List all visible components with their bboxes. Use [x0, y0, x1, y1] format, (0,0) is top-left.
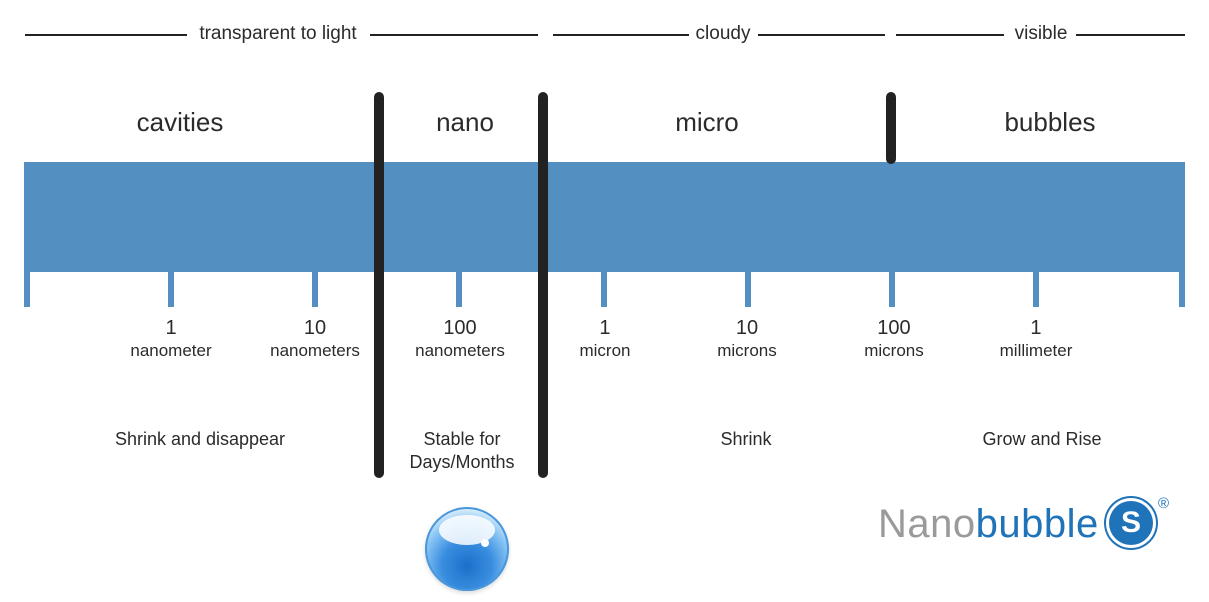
divider-nano-micro: [538, 92, 548, 478]
scale-tick-1nm: [168, 265, 174, 307]
tick-value: 1: [1030, 317, 1042, 339]
region-label-micro: micro: [675, 107, 739, 137]
tick-unit: microns: [864, 341, 924, 360]
logo-part-nano: Nano: [878, 502, 976, 546]
logo-s-badge-icon: S: [1106, 498, 1156, 548]
scale-tick-1um: [601, 265, 607, 307]
size-scale-bar: [24, 162, 1185, 272]
band-line-transparent-left: [25, 34, 187, 36]
logo-part-bubble: bubble: [975, 502, 1099, 546]
band-line-cloudy-right: [758, 34, 885, 36]
tick-unit: nanometers: [415, 341, 505, 360]
scale-tick-100nm: [456, 265, 462, 307]
scale-tick-start: [24, 230, 30, 307]
band-label-visible: visible: [1008, 22, 1074, 46]
tick-unit: micron: [579, 341, 631, 360]
tick-label-1mm: 1 millimeter: [1000, 316, 1073, 362]
behavior-nano-line1: Stable for: [423, 429, 501, 449]
logo-registered-mark: ®: [1158, 495, 1170, 512]
tick-label-1um: 1 micron: [579, 316, 630, 362]
behavior-nano: Stable for Days/Months: [409, 428, 514, 474]
behavior-bubbles: Grow and Rise: [982, 429, 1102, 449]
tick-unit: nanometer: [130, 341, 212, 360]
tick-value: 100: [443, 317, 477, 339]
scale-tick-10nm: [312, 265, 318, 307]
scale-tick-1mm: [1033, 265, 1039, 307]
tick-label-1nm: 1 nanometer: [130, 316, 211, 362]
region-label-nano: nano: [436, 107, 494, 137]
band-line-visible-right: [1076, 34, 1185, 36]
band-label-cloudy: cloudy: [689, 22, 757, 46]
region-label-cavities: cavities: [136, 107, 224, 137]
tick-unit: microns: [717, 341, 777, 360]
scale-tick-end: [1179, 230, 1185, 307]
band-line-transparent-right: [370, 34, 538, 36]
tick-label-10um: 10 microns: [717, 316, 777, 362]
tick-unit: millimeter: [999, 341, 1073, 360]
bubble-spark: [481, 539, 489, 547]
nanobubble-sphere-icon: [425, 507, 509, 591]
tick-label-100um: 100 microns: [864, 316, 924, 362]
tick-value: 100: [877, 317, 911, 339]
nanobubbles-logo: Nanobubble S ®: [878, 496, 1178, 556]
logo-wordmark: Nanobubble: [878, 500, 1099, 548]
band-line-cloudy-left: [553, 34, 689, 36]
behavior-micro: Shrink: [720, 429, 772, 449]
scale-tick-10um: [745, 265, 751, 307]
tick-label-100nm: 100 nanometers: [415, 316, 505, 362]
band-line-visible-left: [896, 34, 1004, 36]
behavior-nano-line2: Days/Months: [409, 452, 515, 472]
band-label-transparent: transparent to light: [193, 22, 363, 46]
tick-value: 10: [303, 317, 327, 339]
tick-value: 10: [735, 317, 759, 339]
tick-label-10nm: 10 nanometers: [270, 316, 360, 362]
scale-tick-100um: [889, 265, 895, 307]
region-label-bubbles: bubbles: [1004, 107, 1096, 137]
divider-micro-bubbles: [886, 92, 896, 164]
tick-value: 1: [165, 317, 177, 339]
tick-unit: nanometers: [270, 341, 360, 360]
divider-cavities-nano: [374, 92, 384, 478]
tick-value: 1: [599, 317, 611, 339]
behavior-cavities: Shrink and disappear: [114, 429, 286, 449]
